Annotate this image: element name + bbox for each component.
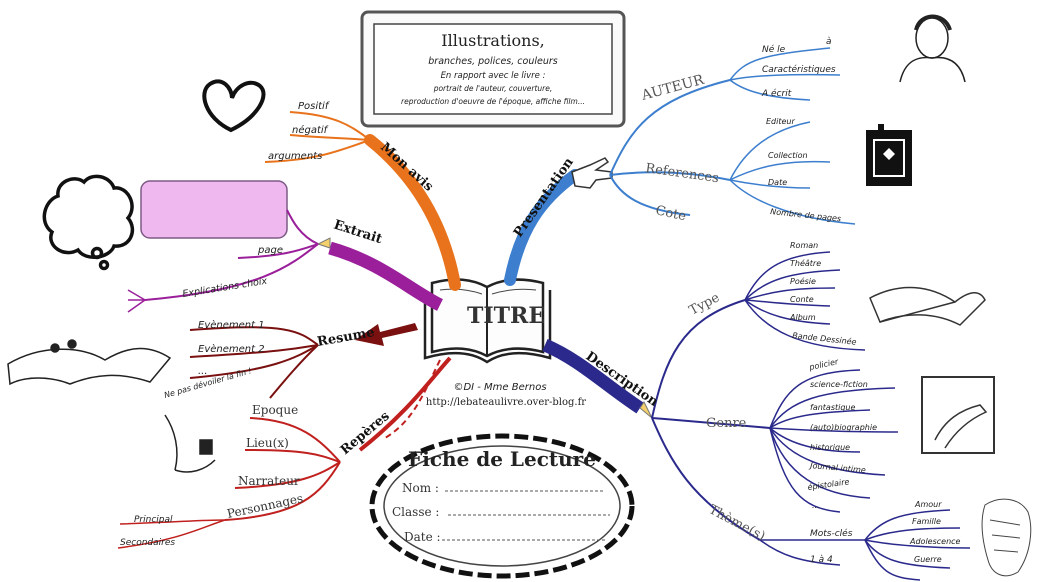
- illustrations-line1: branches, polices, couleurs: [428, 56, 558, 67]
- label-reperes-item-0: Epoque: [252, 403, 298, 417]
- label-genre-item-7: ...: [812, 501, 820, 510]
- label-auteur-item-2: Caractéristiques: [762, 64, 836, 75]
- credit-line2: http://lebateaulivre.over-blog.fr: [426, 397, 586, 408]
- open-book-sketch-icon: [869, 286, 986, 326]
- heart-icon: [202, 79, 266, 133]
- label-references-item-1: Collection: [768, 151, 808, 160]
- label-themes-sub-2: Adolescence: [909, 537, 961, 546]
- illustrations-title: Illustrations,: [441, 31, 544, 50]
- label-themes-sub-1: Famille: [912, 517, 941, 526]
- label-themes-item-0: Mots-clés: [810, 528, 853, 539]
- label-genre-item-4: historique: [810, 443, 850, 452]
- fiche-classe-label: Classe :: [392, 505, 439, 519]
- branch-mon-avis: [364, 134, 461, 291]
- label-genre-item-1: science-fiction: [810, 380, 868, 389]
- label-resume: Resume: [316, 325, 376, 350]
- label-resume-item-3: Ne pas dévoiler la fin !: [163, 365, 253, 400]
- label-type-item-2: Poésie: [790, 276, 816, 286]
- label-reperes-item-3: Personnages: [226, 491, 305, 521]
- label-reperes-sub-0: Principal: [134, 515, 173, 525]
- label-type-item-4: Album: [789, 313, 816, 322]
- label-reperes-item-2: Narrateur: [238, 474, 300, 488]
- label-extrait-item-1: Explications choix: [182, 276, 269, 300]
- branch-presentation: [504, 169, 581, 286]
- label-references: References: [644, 161, 719, 186]
- thought-bubble-icon: [42, 174, 135, 271]
- illustrations-line3: portrait de l'auteur, couverture,: [433, 84, 553, 93]
- open-book-icon: [423, 278, 552, 364]
- credit-line1: ©DI - Mme Bernos: [453, 382, 546, 393]
- label-reperes-sub-1: Secondaires: [120, 538, 175, 548]
- label-genre-item-0: policier: [808, 357, 840, 372]
- scribble-portrait-icon: [981, 498, 1032, 577]
- label-auteur-item-1: à: [826, 37, 832, 47]
- label-resume-item-2: ...: [198, 366, 208, 377]
- label-reperes-item-1: Lieu(x): [246, 436, 289, 450]
- label-genre-item-3: (auto)biographie: [810, 423, 877, 432]
- label-resume-item-0: Evènement 1: [198, 319, 265, 331]
- label-extrait-item-0: page: [257, 245, 283, 256]
- branch-description: [542, 339, 644, 414]
- book-stamp-icon: [866, 124, 912, 186]
- label-extrait: Extrait: [332, 218, 384, 248]
- label-references-item-0: Editeur: [766, 117, 795, 126]
- illustrations-frame: [360, 10, 626, 128]
- label-themes: Thème(s): [706, 502, 767, 544]
- fiche-frame: [369, 433, 635, 579]
- label-type: Type: [687, 290, 723, 318]
- fiche-title: Fiche de Lecture: [408, 447, 596, 471]
- hand-inkwell-icon: [164, 414, 216, 473]
- extrait-box: [140, 180, 288, 239]
- label-presentation: Presentation: [511, 155, 577, 241]
- label-genre: Genre: [706, 416, 747, 431]
- branch-reperes: [358, 356, 452, 452]
- label-mon-avis: Mon avis: [377, 140, 436, 195]
- label-type-item-5: Bande Dessinée: [792, 330, 857, 347]
- label-type-item-1: Théâtre: [790, 258, 821, 268]
- label-auteur: AUTEUR: [639, 72, 706, 104]
- label-themes-item-1: 1 à 4: [810, 555, 833, 565]
- label-references-item-3: Nombre de pages: [770, 207, 842, 223]
- label-themes-sub-0: Amour: [914, 500, 942, 509]
- arrow-icon: [355, 323, 418, 346]
- label-type-item-0: Roman: [790, 241, 818, 250]
- label-cote: Cote: [654, 203, 687, 224]
- label-genre-item-5: Journal intime: [808, 461, 866, 475]
- label-auteur-item-3: A écrit: [761, 88, 792, 99]
- label-reperes: Repères: [338, 409, 393, 458]
- pencil-icon: [921, 376, 995, 454]
- label-themes-sub-3: Guerre: [914, 555, 942, 564]
- label-genre-item-2: fantastique: [810, 403, 856, 412]
- illustrations-line2: En rapport avec le livre :: [441, 71, 546, 81]
- label-resume-item-1: Evènement 2: [198, 343, 265, 355]
- open-book-left-icon: [7, 339, 172, 386]
- label-mon-avis-item-2: arguments: [268, 151, 322, 162]
- label-type-item-3: Conte: [790, 295, 814, 304]
- branch-extrait: [328, 241, 443, 311]
- illustrations-line4: reproduction d'oeuvre de l'époque, affic…: [401, 97, 585, 106]
- label-mon-avis-item-0: Positif: [298, 101, 330, 112]
- center-title: TITRE: [467, 303, 545, 329]
- label-references-item-2: Date: [768, 178, 787, 187]
- fiche-date-label: Date :: [404, 530, 441, 544]
- fiche-nom-label: Nom :: [402, 481, 439, 495]
- label-auteur-item-0: Né le: [762, 44, 786, 55]
- label-mon-avis-item-1: négatif: [292, 124, 329, 136]
- pointing-hand-icon: [571, 157, 613, 189]
- author-portrait-icon: [899, 14, 966, 83]
